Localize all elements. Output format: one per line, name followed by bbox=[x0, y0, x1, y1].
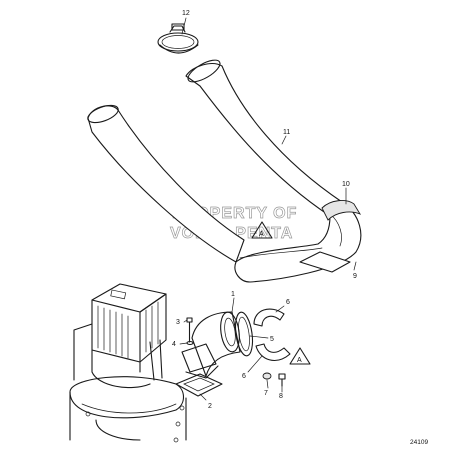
clamp-half-upper bbox=[253, 308, 285, 327]
callout-9: 9 bbox=[353, 273, 357, 280]
callout-labels: 12 11 10 9 1 6 3 5 4 6 7 8 2 bbox=[172, 10, 357, 410]
exhaust-hose bbox=[87, 59, 362, 283]
seal-ring bbox=[234, 311, 254, 357]
callout-6-upper: 6 bbox=[286, 299, 290, 306]
warning-triangle-upper: A bbox=[251, 221, 273, 239]
callout-4: 4 bbox=[172, 341, 176, 348]
figure-reference-number: 24109 bbox=[410, 439, 428, 446]
screw bbox=[278, 373, 286, 387]
washer bbox=[186, 340, 194, 346]
gasket bbox=[175, 373, 223, 397]
callout-3: 3 bbox=[176, 319, 180, 326]
callout-12: 12 bbox=[182, 10, 190, 17]
callout-8: 8 bbox=[279, 393, 283, 400]
callout-6-lower: 6 bbox=[242, 373, 246, 380]
callout-5: 5 bbox=[270, 336, 274, 343]
callout-7: 7 bbox=[264, 390, 268, 397]
callout-11: 11 bbox=[283, 129, 290, 136]
svg-text:A: A bbox=[297, 357, 302, 364]
hose-band bbox=[321, 200, 362, 221]
svg-text:A: A bbox=[259, 231, 264, 238]
nut bbox=[262, 372, 272, 380]
clamp-half-lower bbox=[255, 343, 291, 361]
warning-triangle-lower: A bbox=[289, 347, 311, 365]
callout-10: 10 bbox=[342, 181, 350, 188]
engine-block bbox=[69, 283, 187, 443]
callout-2: 2 bbox=[208, 403, 212, 410]
bolt bbox=[186, 317, 193, 343]
callout-1: 1 bbox=[231, 291, 235, 298]
leader-lines bbox=[179, 17, 357, 401]
hose-clamp bbox=[157, 23, 199, 54]
